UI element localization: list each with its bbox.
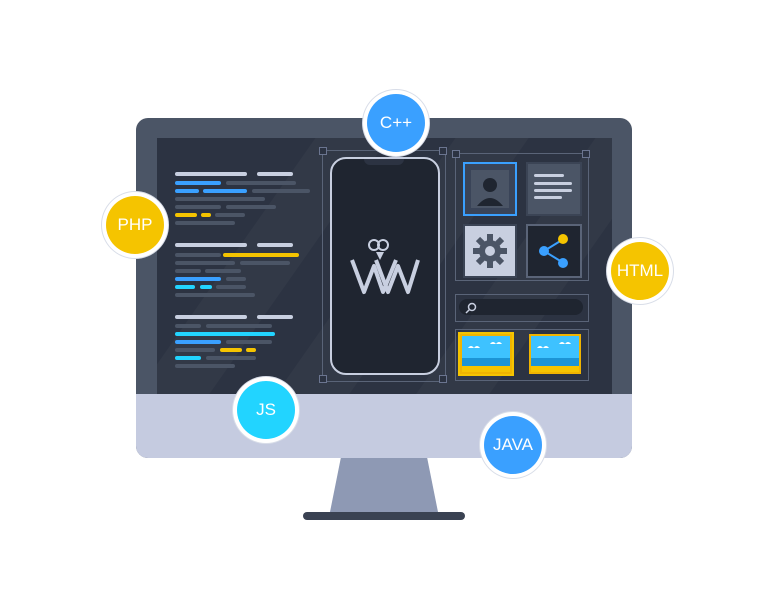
gear-icon — [463, 224, 517, 278]
search-input[interactable] — [459, 299, 583, 315]
monitor-chin — [136, 394, 632, 458]
java-label: JAVA — [493, 435, 533, 454]
user-icon — [463, 162, 517, 216]
monitor-base — [303, 512, 465, 520]
html-badge: HTML — [611, 242, 669, 300]
image-icon — [527, 332, 583, 376]
logo-icon — [346, 238, 420, 298]
js-badge: JS — [237, 381, 295, 439]
share-icon — [526, 224, 582, 278]
image-icon — [458, 332, 514, 376]
cpp-badge: C++ — [367, 94, 425, 152]
cpp-label: C++ — [379, 113, 413, 132]
html-label: HTML — [616, 261, 664, 280]
phone-selection-frame — [322, 150, 446, 382]
php-label: PHP — [117, 215, 153, 234]
image-row-frame — [455, 329, 589, 381]
search-icon — [465, 301, 477, 314]
document-icon — [526, 162, 582, 216]
php-badge: PHP — [106, 196, 164, 254]
search-frame — [455, 294, 589, 322]
phone-mockup — [330, 157, 440, 375]
monitor-stand — [330, 458, 438, 512]
java-badge: JAVA — [484, 416, 542, 474]
tile-grid-frame — [455, 153, 589, 281]
phone-notch — [364, 159, 404, 165]
js-label: JS — [256, 400, 276, 419]
